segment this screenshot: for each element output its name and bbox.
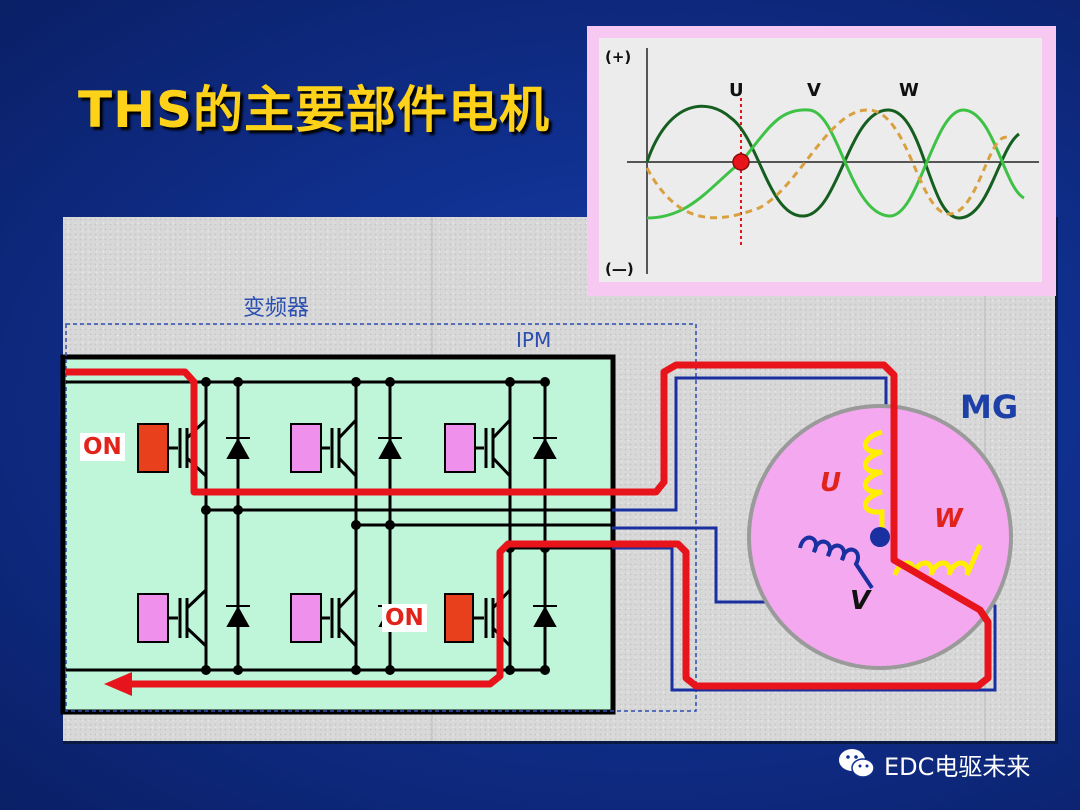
wechat-icon — [839, 749, 875, 778]
igbt-upper-2 — [290, 418, 358, 478]
igbt-upper-3 — [444, 418, 512, 478]
waveform-plot: (+) (—) U V W — [599, 38, 1042, 282]
wave-w-label: W — [899, 80, 919, 101]
coil-u-label: U — [820, 468, 842, 498]
coil-w-label: W — [934, 504, 963, 534]
current-path — [66, 361, 992, 690]
slide-title: THS的主要部件电机 — [78, 81, 550, 139]
coil-u — [863, 429, 885, 528]
watermark-text: EDC电驱未来 — [884, 752, 1031, 781]
coil-v-label: V — [850, 586, 871, 616]
mg-label: MG — [960, 388, 1019, 426]
current-arrow — [104, 672, 132, 696]
watermark: EDC电驱未来 — [838, 744, 1030, 784]
on-badge-bottom: ON — [382, 604, 427, 632]
wave-u-label: U — [729, 80, 744, 101]
igbt-lower-1 — [137, 588, 208, 648]
wave-u — [645, 104, 1020, 220]
coil-w — [892, 544, 983, 576]
waveform-panel: (+) (—) U V W — [587, 26, 1056, 296]
wave-plus-label: (+) — [605, 48, 632, 66]
inverter-label: 变频器 — [243, 296, 310, 321]
wave-v-label: V — [807, 80, 821, 101]
ipm-label: IPM — [516, 328, 552, 352]
on-badge-top: ON — [80, 433, 125, 461]
ipm-block — [60, 354, 616, 715]
wave-minus-label: (—) — [605, 260, 634, 278]
igbt-lower-2 — [290, 588, 358, 648]
coil-v — [798, 535, 874, 590]
igbt-upper-1 — [137, 418, 208, 478]
motor-neutral-point — [870, 527, 890, 547]
wave-marker — [732, 153, 750, 171]
inverter-boundary — [65, 323, 697, 712]
wave-w — [645, 108, 1010, 220]
